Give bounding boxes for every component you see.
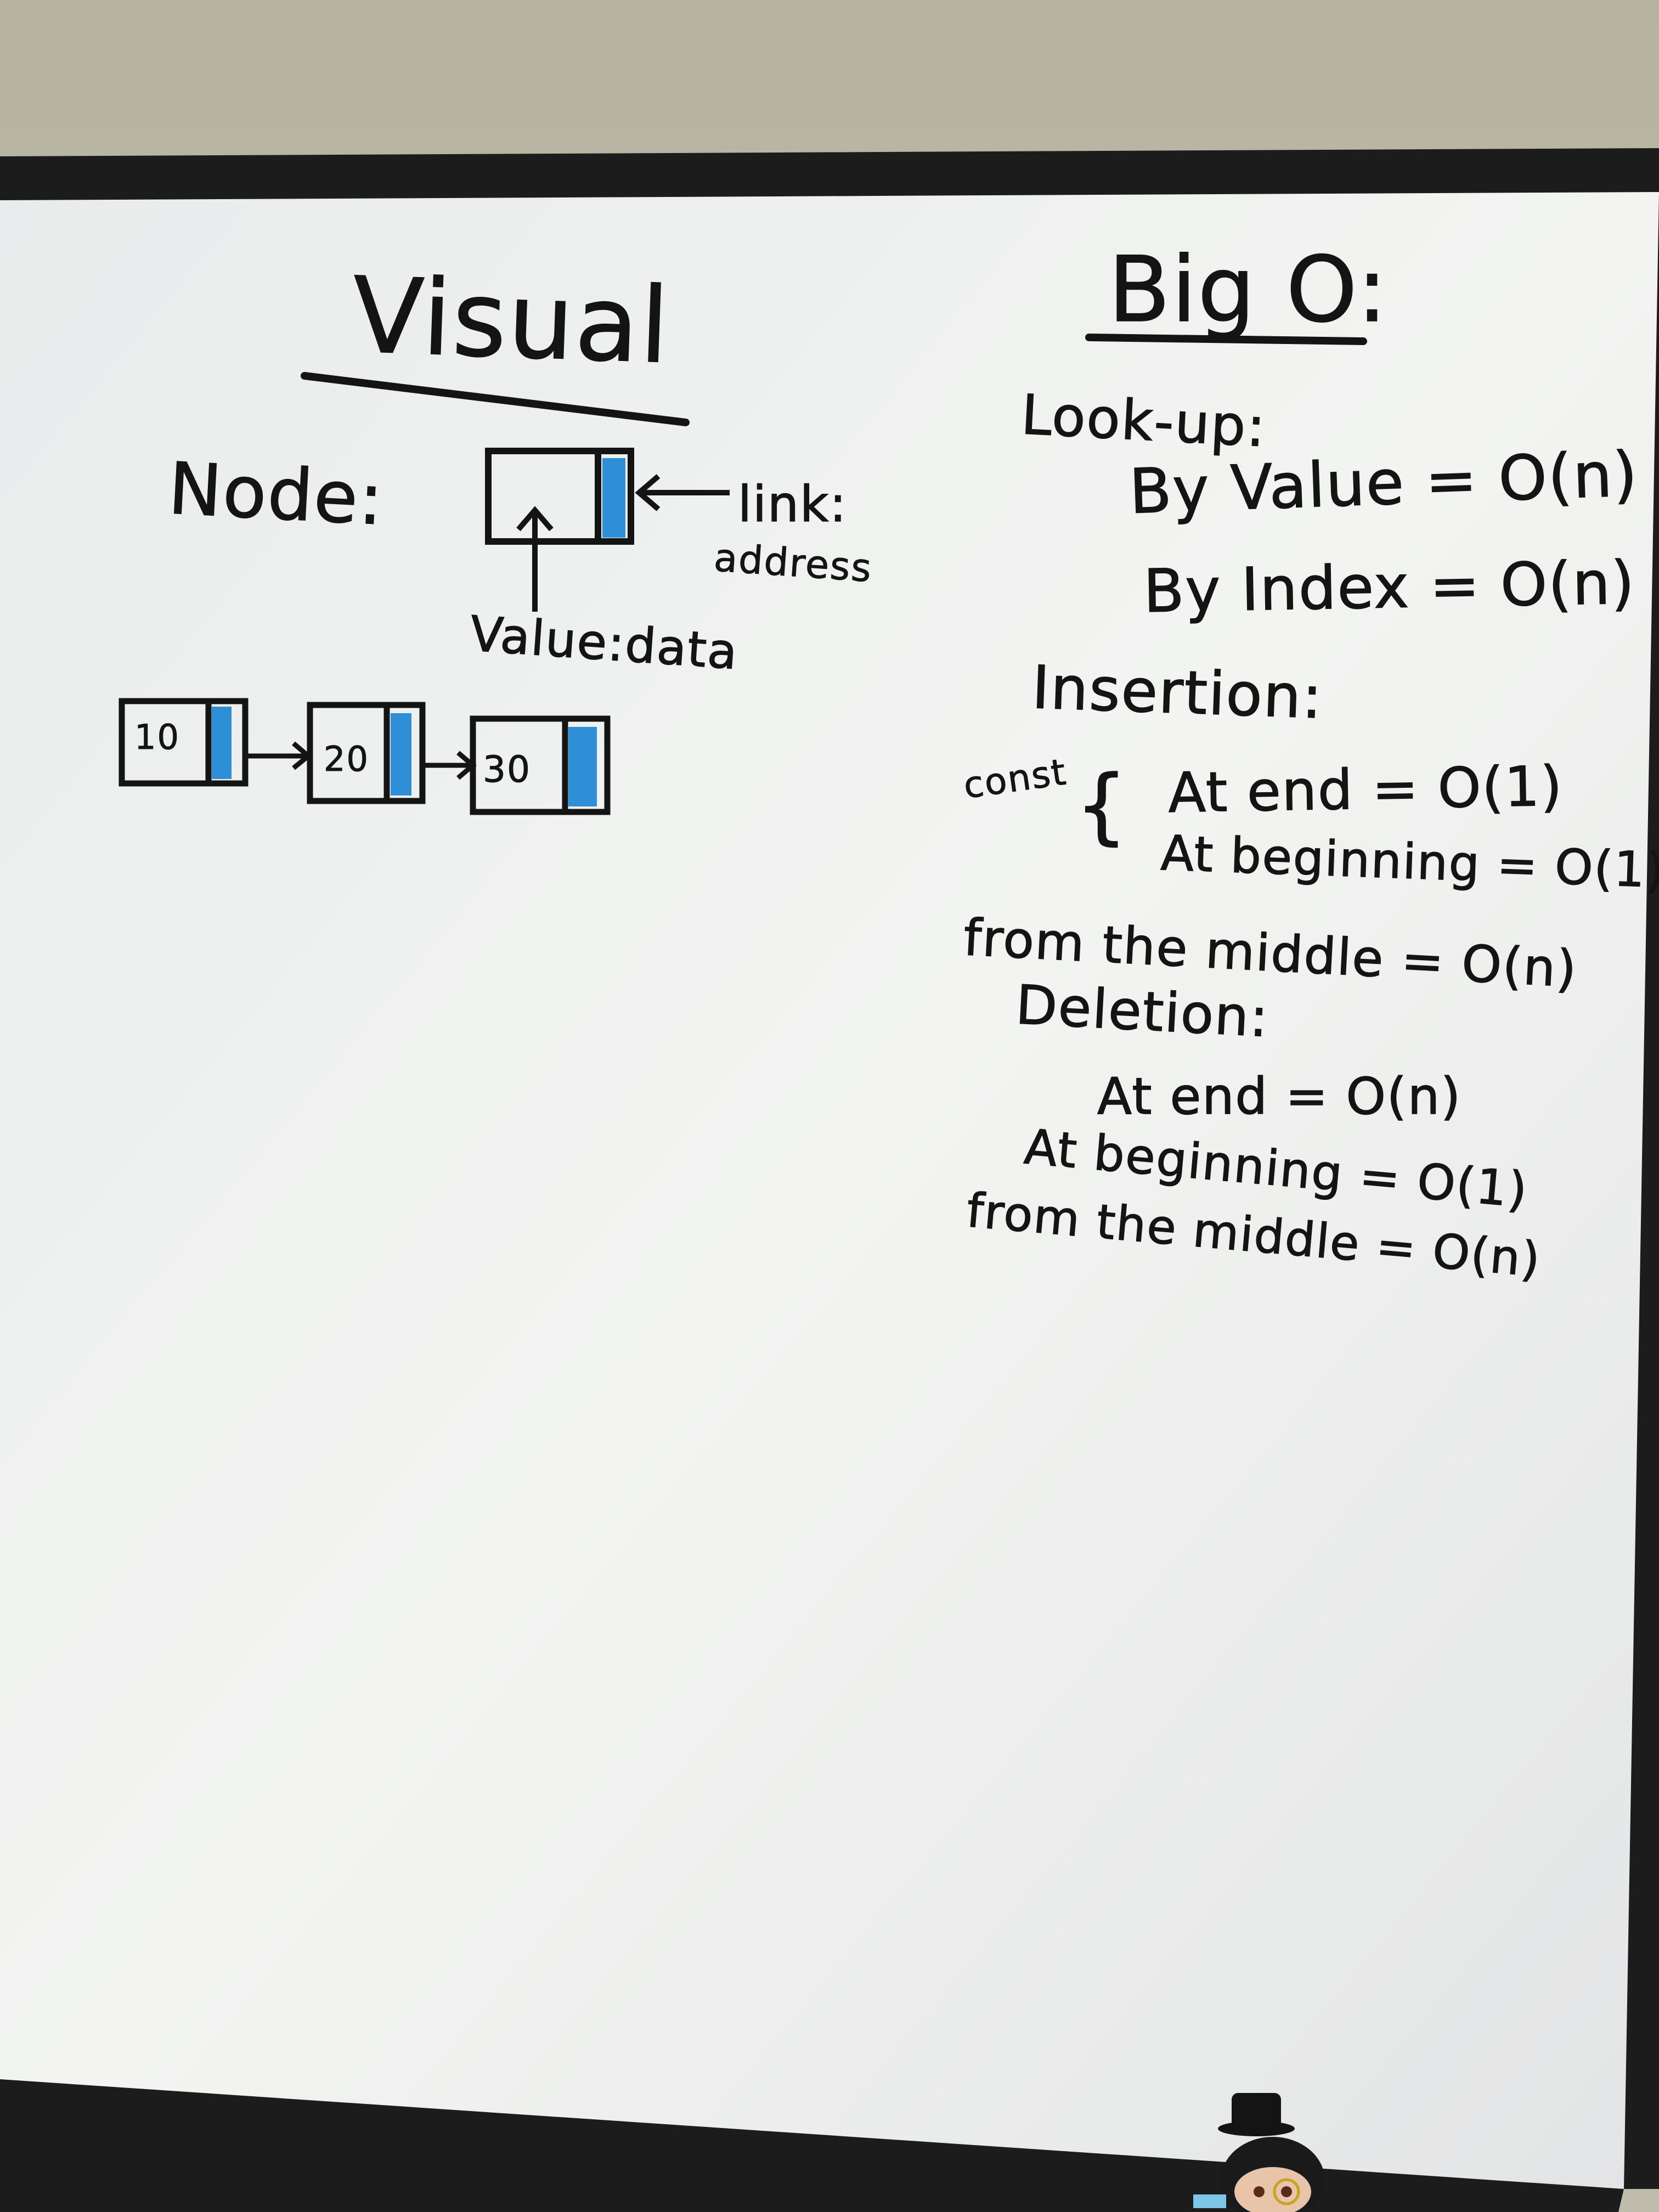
lookup-by-index: By Index = O(n) [1143,549,1636,626]
visual-underline [301,372,690,426]
link-label: link: [738,476,848,533]
list-node-3-value: 30 [483,748,531,791]
lookup-by-value: By Value = O(n) [1128,439,1639,528]
bigo-title: Big O: [1108,237,1389,342]
mascot-collar [1193,2194,1226,2208]
visual-title: Visual [350,255,672,387]
node-box [485,448,634,545]
bigo-underline [1085,334,1367,345]
deletion-header: Deletion: [1014,974,1271,1049]
linked-list-chain: 10 20 30 [119,698,611,815]
insertion-header: Insertion: [1031,653,1324,732]
mascot-eye-right [1281,2186,1292,2197]
list-node-3: 30 [470,715,611,815]
node-label: Node: [166,447,386,541]
mascot-hat [1232,2093,1281,2131]
list-node-1: 10 [119,698,249,787]
mascot-eye-left [1254,2186,1265,2197]
mascot-sticker [1193,2093,1325,2212]
wall-corner [1618,2189,1659,2212]
const-brace: { [1075,758,1128,854]
list-node-2-value: 20 [324,739,369,779]
whiteboard-surface [0,192,1659,2189]
mascot-face [1234,2167,1311,2212]
value-pointer-head [516,506,554,532]
insertion-at-end: At end = O(1) [1167,754,1564,825]
node-link-shading [602,458,625,538]
list-node-2: 20 [307,702,426,804]
deletion-at-end: At end = O(n) [1097,1067,1462,1126]
list-node-1-value: 10 [134,717,180,757]
lookup-header: Look-up: [1020,382,1268,459]
mascot-monocle [1273,2178,1300,2205]
link-pointer-head [635,474,661,511]
node-diagram [485,448,730,612]
